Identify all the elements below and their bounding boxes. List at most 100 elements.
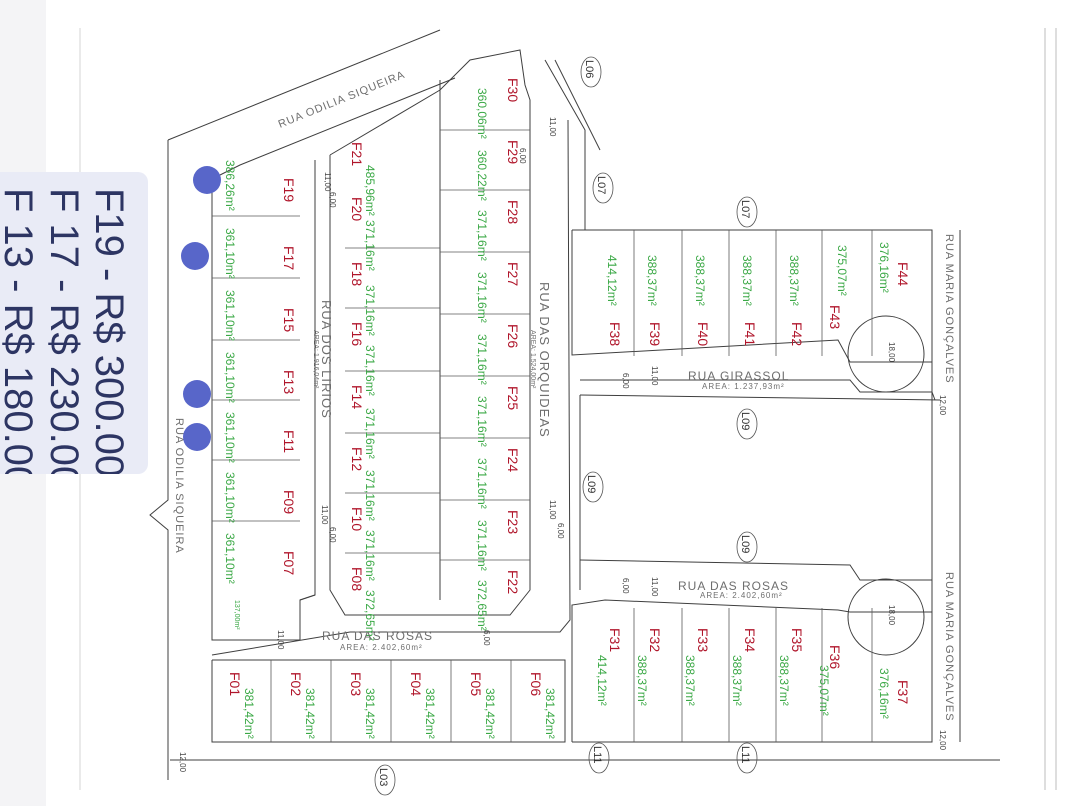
lot-id: F03 <box>348 672 364 696</box>
lot-area: 376,16m² <box>877 668 891 719</box>
lot-marker-dot[interactable] <box>183 423 211 451</box>
dim-label: 18,00 <box>887 342 896 363</box>
dim-label: 6,00 <box>518 148 527 164</box>
lot-f37[interactable]: F37 376,16m² <box>877 668 911 719</box>
block-id: L07 <box>595 176 607 194</box>
street-rua-das-rosas: RUA DAS ROSAS <box>678 579 789 593</box>
block-id: L09 <box>739 412 751 430</box>
street-area: AREA: 1.524,00m² <box>529 330 536 389</box>
dim-label: 12,00 <box>938 730 947 751</box>
lot-id: F37 <box>895 680 911 704</box>
lot-f24[interactable]: F24 371,16m² <box>475 448 521 509</box>
lot-area: 388,37m² <box>787 255 801 306</box>
lot-id: F23 <box>505 510 521 534</box>
lot-id: F39 <box>647 322 663 346</box>
lot-area: 361,10m² <box>223 228 237 279</box>
block-label: L03 <box>374 764 396 796</box>
lot-id: F24 <box>505 448 521 472</box>
lot-area: 371,16m² <box>363 345 377 396</box>
lot-marker-dot[interactable] <box>183 380 211 408</box>
lot-area: 371,16m² <box>363 220 377 271</box>
lot-area: 361,10m² <box>223 352 237 403</box>
lot-marker-dot[interactable] <box>181 242 209 270</box>
block-id: L09 <box>585 475 597 493</box>
lot-f19[interactable]: F19 386,26m² <box>223 160 297 211</box>
lot-id: F40 <box>695 322 711 346</box>
lot-f23[interactable]: F23 371,16m² <box>475 510 521 571</box>
dim-label: 11,00 <box>323 172 332 192</box>
lot-area: 360,06m² <box>475 88 489 139</box>
lot-area: 381,42m² <box>363 688 377 739</box>
lot-id: F05 <box>468 672 484 696</box>
lot-id: F20 <box>349 197 365 221</box>
lot-id: F21 <box>349 142 365 166</box>
lot-area: 388,37m² <box>683 655 697 706</box>
lot-id: F15 <box>281 308 297 332</box>
lot-area: 372,65m² <box>475 580 489 631</box>
lot-id: F16 <box>349 322 365 346</box>
lot-area: 386,26m² <box>223 160 237 211</box>
block-label: L07 <box>736 196 758 228</box>
lot-area: 371,16m² <box>475 520 489 571</box>
lot-area: 371,16m² <box>363 530 377 581</box>
lot-marker-dot[interactable] <box>193 166 221 194</box>
lot-id: F09 <box>281 490 297 514</box>
lot-area: 371,16m² <box>475 458 489 509</box>
lot-area: 371,16m² <box>363 470 377 521</box>
block-id: L07 <box>739 200 751 218</box>
lot-id: F34 <box>742 628 758 652</box>
lot-id: F32 <box>647 628 663 652</box>
lot-id: F28 <box>505 200 521 224</box>
lot-id: F38 <box>607 322 623 346</box>
block-label: L11 <box>736 742 758 774</box>
block-id: L06 <box>583 60 595 78</box>
lot-id: F07 <box>281 551 297 575</box>
dim-label: 6,00 <box>621 578 630 594</box>
lot-area: 381,42m² <box>242 688 256 739</box>
dim-label: 12,00 <box>938 395 947 416</box>
lot-id: F19 <box>281 178 297 202</box>
block-id: L11 <box>591 746 603 764</box>
price-line-f13: F 13 - R$ 180.000 <box>0 188 40 474</box>
